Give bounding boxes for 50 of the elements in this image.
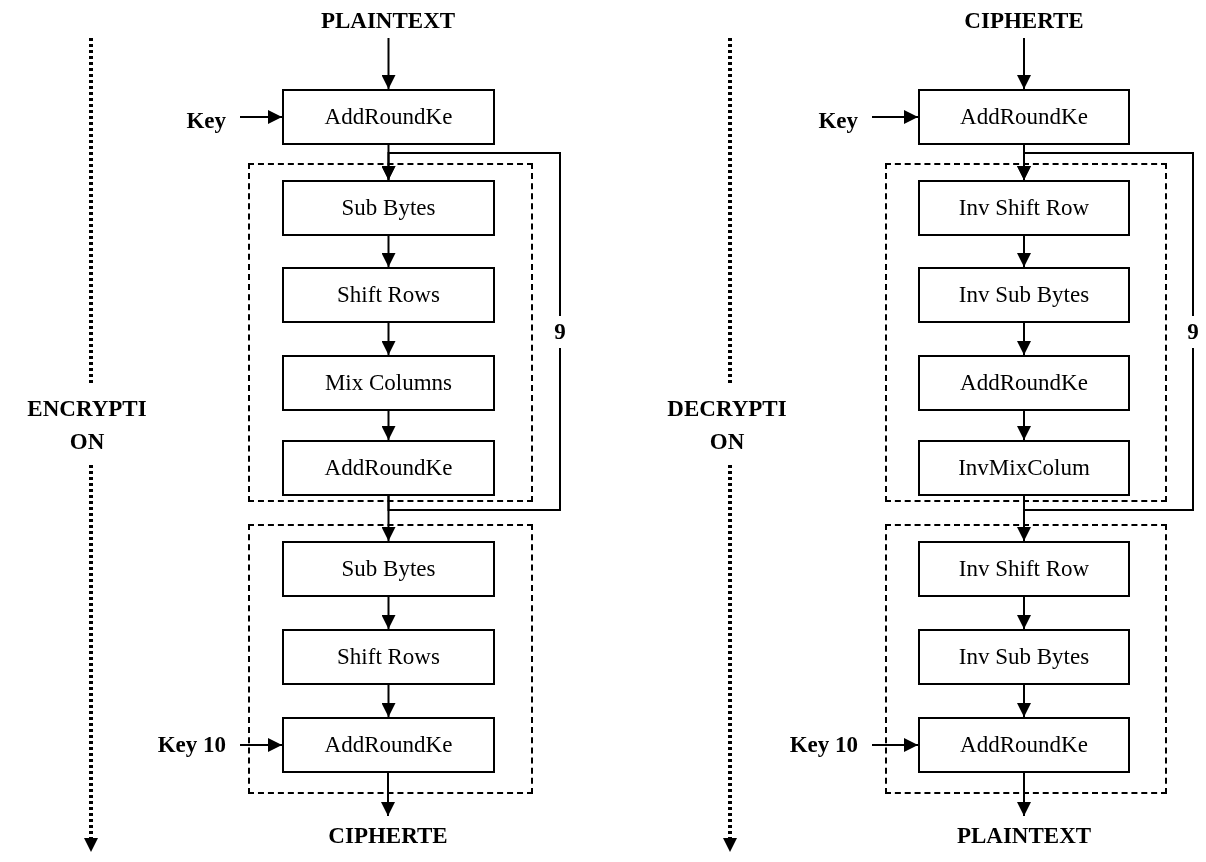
arrow [1017, 772, 1031, 817]
arrow [239, 110, 283, 124]
arrow [381, 37, 396, 90]
process-box: AddRoundKe [918, 717, 1130, 773]
arrow [871, 738, 919, 752]
node-label: PLAINTEXT [956, 823, 1092, 849]
arrow [1017, 322, 1031, 356]
arrow [381, 772, 395, 817]
process-box: Inv Shift Row [918, 180, 1130, 236]
process-box: Shift Rows [282, 267, 495, 323]
arrow [381, 235, 396, 268]
arrow [381, 152, 561, 511]
process-box: Sub Bytes [282, 180, 495, 236]
dashed-group-frame [885, 524, 1167, 794]
process-box: AddRoundKe [918, 89, 1130, 145]
dashed-group-frame [248, 163, 533, 502]
arrow [381, 410, 396, 441]
dashed-group-frame [248, 524, 533, 794]
arrow [381, 322, 396, 356]
process-box: AddRoundKe [918, 355, 1130, 411]
arrow [1017, 235, 1031, 268]
node-label: CIPHERTE [964, 8, 1084, 34]
dashed-group-frame [885, 163, 1167, 502]
process-box: AddRoundKe [282, 717, 495, 773]
node-label: Key [186, 108, 226, 134]
node-label: PLAINTEXT [320, 8, 456, 34]
node-label: CIPHERTE [328, 823, 448, 849]
process-box: AddRoundKe [282, 89, 495, 145]
arrow [1017, 410, 1031, 441]
arrow [871, 110, 919, 124]
process-box: Sub Bytes [282, 541, 495, 597]
process-box: InvMixColum [918, 440, 1130, 496]
arrow [1017, 152, 1194, 511]
node-label: Key [818, 108, 858, 134]
node-label: Key 10 [157, 732, 226, 758]
process-box: AddRoundKe [282, 440, 495, 496]
node-label: Key 10 [789, 732, 858, 758]
edge-label: 9 [552, 315, 568, 348]
process-box: Shift Rows [282, 629, 495, 685]
arrow [381, 596, 396, 630]
arrow [1017, 684, 1031, 718]
arrow [239, 738, 283, 752]
edge-label: 9 [1185, 315, 1201, 348]
process-box: Inv Sub Bytes [918, 629, 1130, 685]
arrow [1017, 37, 1031, 90]
process-box: Inv Shift Row [918, 541, 1130, 597]
arrow [381, 684, 396, 718]
process-box: Mix Columns [282, 355, 495, 411]
arrow [1017, 596, 1031, 630]
process-box: Inv Sub Bytes [918, 267, 1130, 323]
